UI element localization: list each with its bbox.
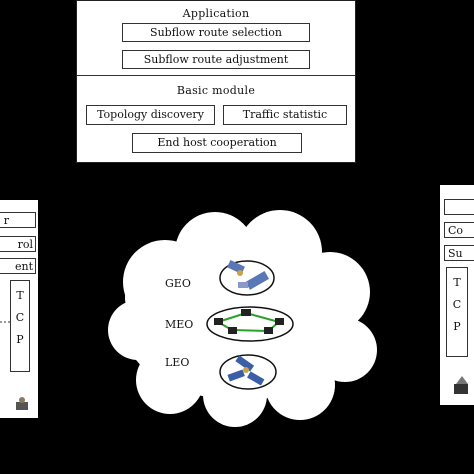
satellite-cloud: [108, 210, 377, 427]
traffic-statistic-box: Traffic statistic: [223, 105, 347, 125]
right-tcp-box: T C P: [446, 267, 468, 357]
left-host-box-2: rol: [0, 236, 36, 252]
left-tcp-letter-p: P: [16, 333, 24, 346]
right-host-box-1: [444, 199, 474, 215]
subflow-route-selection-box: Subflow route selection: [122, 23, 310, 42]
left-tcp-letter-t: T: [16, 289, 24, 302]
left-host-box-1: r: [0, 212, 36, 228]
basic-module-title: Basic module: [176, 84, 256, 97]
meo-orbit-ellipse: [206, 306, 294, 342]
application-title: Application: [182, 7, 250, 20]
left-tcp-letter-c: C: [15, 311, 25, 324]
right-tcp-letter-p: P: [453, 320, 461, 333]
geo-label: GEO: [165, 277, 191, 290]
right-host-panel: Co Su T C P: [440, 185, 474, 405]
meo-satellite-3: [275, 318, 284, 325]
meo-link-2: [245, 312, 280, 323]
end-host-cooperation-box: End host cooperation: [132, 133, 302, 153]
leo-label: LEO: [165, 356, 190, 369]
leo-orbit-ellipse: [219, 354, 277, 390]
geo-satellite-2: [245, 271, 270, 290]
right-host-box-3: Su: [444, 245, 474, 261]
meo-link-3: [231, 329, 269, 332]
left-host-box-3: ent: [0, 258, 36, 274]
topology-discovery-box: Topology discovery: [86, 105, 215, 125]
application-section: Application Subflow route selection Subf…: [77, 1, 355, 76]
leo-satellite-3: [247, 371, 265, 386]
meo-satellite-1: [241, 309, 251, 316]
leo-satellite-body: [243, 367, 249, 373]
meo-satellites: [214, 309, 284, 334]
right-ground-terminal-icon: [454, 376, 468, 394]
meo-satellite-5: [264, 327, 273, 334]
subflow-route-adjustment-box: Subflow route adjustment: [122, 50, 310, 69]
meo-satellite-2: [214, 318, 223, 325]
meo-label: MEO: [165, 318, 194, 331]
right-host-box-2: Co: [444, 222, 474, 238]
geo-satellites: [227, 259, 270, 290]
meo-satellite-4: [228, 327, 237, 334]
left-host-panel: r rol ent T C P: [0, 200, 38, 418]
right-tcp-letter-t: T: [453, 276, 461, 289]
geo-satellite-body: [237, 270, 243, 276]
leo-satellites: [227, 355, 265, 386]
geo-satellite-3: [238, 282, 248, 288]
controller-panel: Application Subflow route selection Subf…: [76, 0, 356, 163]
right-tcp-letter-c: C: [452, 298, 462, 311]
left-ground-terminal-icon: [16, 397, 28, 410]
geo-orbit-ellipse: [219, 260, 275, 296]
left-tcp-box: T C P: [10, 280, 30, 372]
leo-satellite-1: [235, 355, 255, 372]
leo-satellite-2: [227, 369, 245, 382]
